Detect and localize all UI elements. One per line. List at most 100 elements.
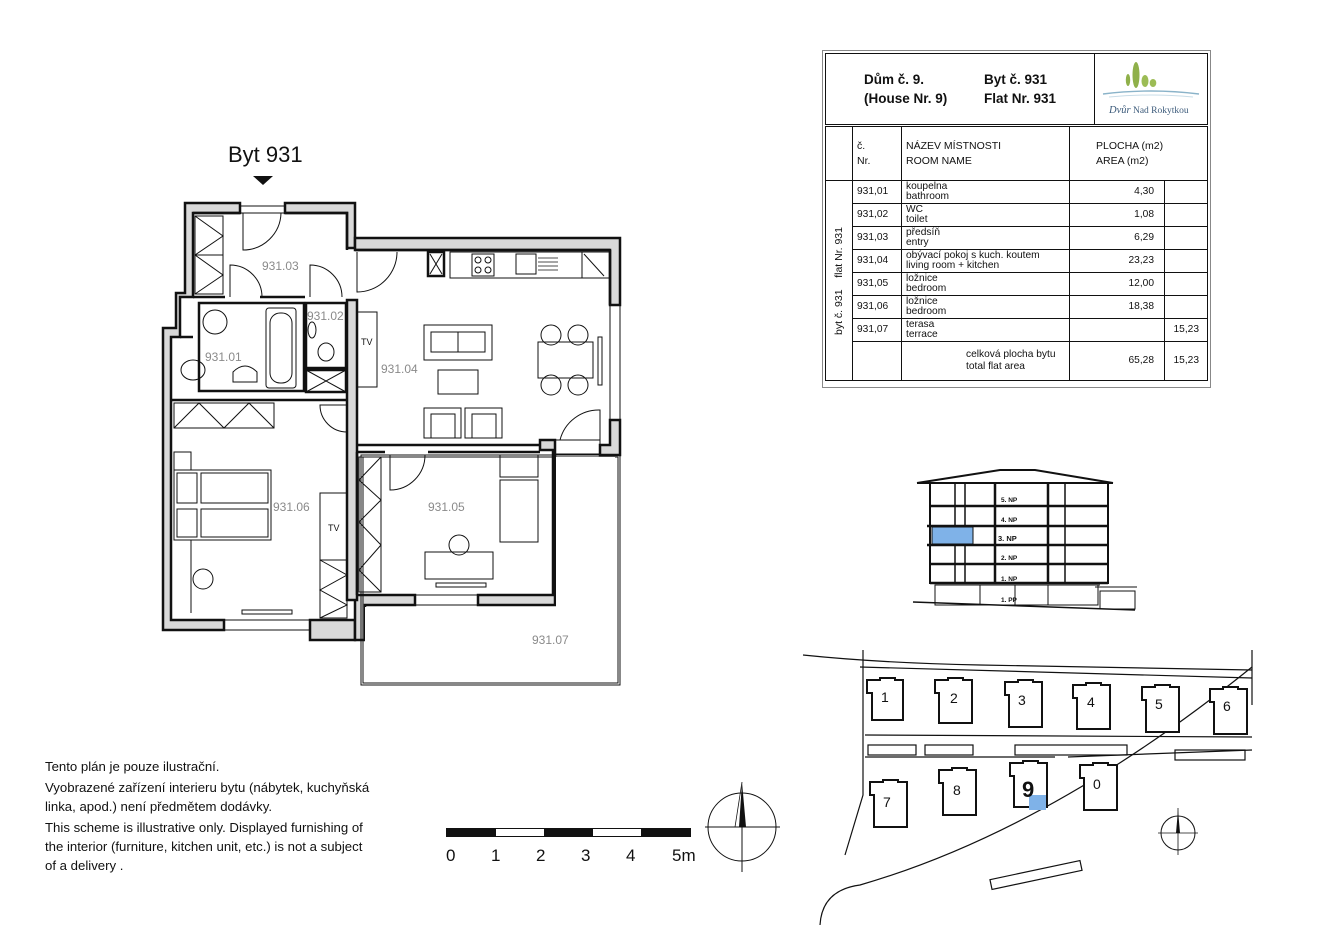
- room-nr: 931,02: [852, 203, 902, 227]
- room-area: 6,29: [1069, 226, 1165, 250]
- room-area: [1069, 318, 1165, 342]
- floor-label: 4. NP: [1001, 517, 1018, 524]
- plan-title: Byt 931: [228, 142, 303, 167]
- room-area: 18,38: [1069, 295, 1165, 319]
- room-nr: 931,07: [852, 318, 902, 342]
- room-label-931-01: 931.01: [205, 350, 242, 364]
- room-label-931-04: 931.04: [381, 362, 418, 376]
- building-label: 4: [1087, 694, 1095, 710]
- side-label-en: flat Nr. 931: [833, 226, 845, 278]
- tv-label: TV: [361, 337, 373, 347]
- scale-label: 0: [446, 846, 456, 865]
- room-name-cz: terasa: [906, 319, 935, 330]
- floor-label: 1. PP: [1001, 597, 1018, 604]
- disclaimer: Tento plán je pouze ilustrační. Vyobraze…: [45, 757, 375, 877]
- house-number-cz: Dům č. 9.: [864, 72, 925, 87]
- disclaimer-cz-2: Vyobrazené zařízení interieru bytu (náby…: [45, 780, 370, 814]
- table-header-row: č. Nr. NÁZEV MÍSTNOSTI ROOM NAME PLOCHA …: [825, 126, 1208, 181]
- scale-label: 5m: [672, 846, 696, 865]
- disclaimer-en: This scheme is illustrative only. Displa…: [45, 820, 363, 873]
- room-area-ext: [1164, 295, 1208, 319]
- room-name-en: bedroom: [906, 306, 947, 317]
- header-nr-en: Nr.: [857, 154, 871, 167]
- room-area: 4,30: [1069, 180, 1165, 204]
- title-block: Dům č. 9. (House Nr. 9) Byt č. 931 Flat …: [825, 53, 1208, 125]
- room-area-ext: [1164, 203, 1208, 227]
- room-name-en: living room + kitchen: [906, 260, 1000, 271]
- entrance-arrow-icon: [253, 176, 273, 185]
- room-label-931-07: 931.07: [532, 633, 569, 647]
- building-section: 5. NP 4. NP 3. NP 2. NP 1. NP 1. PP: [912, 469, 1137, 611]
- header-nr-cz: č.: [857, 139, 866, 152]
- scale-label: 2: [536, 846, 546, 865]
- room-name-en: terrace: [906, 329, 938, 340]
- building-label: 8: [953, 782, 961, 798]
- room-area: 12,00: [1069, 272, 1165, 296]
- total-area: 65,28: [1069, 341, 1165, 381]
- room-nr: 931,01: [852, 180, 902, 204]
- flat-number-en: Flat Nr. 931: [984, 91, 1057, 106]
- logo-word2: Nad Rokytkou: [1132, 106, 1189, 116]
- house-number-en: (House Nr. 9): [864, 91, 948, 106]
- total-area-ext: 15,23: [1164, 341, 1208, 381]
- flat-highlight: [931, 526, 974, 545]
- scale-label: 1: [491, 846, 501, 865]
- room-name-cz: koupelna: [906, 181, 948, 192]
- room-label-931-02: 931.02: [307, 309, 344, 323]
- room-area: 23,23: [1069, 249, 1165, 273]
- header-area-cz: PLOCHA (m2): [1096, 139, 1164, 152]
- room-nr: 931,03: [852, 226, 902, 250]
- room-area: 1,08: [1069, 203, 1165, 227]
- building-label: 1: [881, 689, 889, 705]
- room-label-931-03: 931.03: [262, 259, 299, 273]
- building-label: 3: [1018, 692, 1026, 708]
- header-name-en: ROOM NAME: [906, 154, 972, 167]
- total-label-en: total flat area: [966, 361, 1025, 372]
- flat-site-highlight: [1029, 795, 1046, 810]
- building-label: 2: [950, 690, 958, 706]
- building-label: 5: [1155, 696, 1163, 712]
- building-label-current: 9: [1022, 777, 1034, 802]
- room-name-en: bedroom: [906, 283, 947, 294]
- building-label: 0: [1093, 776, 1101, 792]
- flat-number-cz: Byt č. 931: [984, 72, 1048, 87]
- room-name-en: entry: [906, 237, 929, 248]
- room-area-ext: [1164, 226, 1208, 250]
- floor-label: 5. NP: [1001, 497, 1018, 504]
- room-nr: 931,05: [852, 272, 902, 296]
- total-label-cz: celková plocha bytu: [966, 349, 1056, 360]
- tv-label: TV: [328, 523, 340, 533]
- room-nr: 931,06: [852, 295, 902, 319]
- room-name-cz: WC: [906, 204, 923, 215]
- room-name-cz: ložnice: [906, 296, 938, 307]
- room-name-en: toilet: [906, 214, 928, 225]
- side-label-cz: byt č. 931: [833, 288, 845, 335]
- room-area-ext: [1164, 180, 1208, 204]
- building-label: 7: [883, 794, 891, 810]
- room-schedule-frame: [822, 50, 1211, 388]
- room-name-cz: ložnice: [906, 273, 938, 284]
- room-schedule-table: č. Nr. NÁZEV MÍSTNOSTI ROOM NAME PLOCHA …: [825, 126, 1208, 381]
- header-name-cz: NÁZEV MÍSTNOSTI: [906, 139, 1002, 152]
- room-name-cz: předsíň: [906, 227, 940, 238]
- north-arrow-icon: [705, 781, 780, 872]
- scale-label: 3: [581, 846, 591, 865]
- floor-plan: 931.03 931.02 931.01 931.04 931.05 931.0…: [161, 201, 622, 686]
- floor-label: 1. NP: [1001, 576, 1018, 583]
- room-name-cz: obývací pokoj s kuch. koutem: [906, 250, 1040, 261]
- building-label: 6: [1223, 698, 1231, 714]
- floor-label: 3. NP: [998, 534, 1017, 543]
- room-label-931-05: 931.05: [428, 500, 465, 514]
- room-name-en: bathroom: [906, 191, 950, 202]
- scale-label: 4: [626, 846, 636, 865]
- header-area-en: AREA (m2): [1096, 154, 1149, 167]
- site-plan: 1 2 3 4 5 6 7 8 9 0: [802, 650, 1253, 925]
- disclaimer-cz-1: Tento plán je pouze ilustrační.: [45, 759, 220, 774]
